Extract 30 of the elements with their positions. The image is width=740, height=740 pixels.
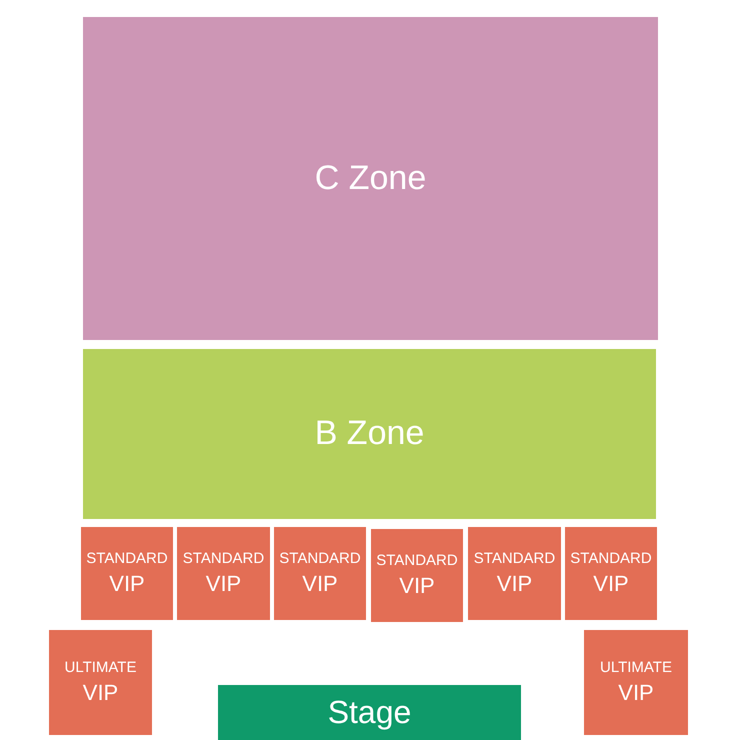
tier-label: STANDARD <box>182 550 264 568</box>
vip-section <box>565 527 657 620</box>
seating-zone <box>83 349 656 519</box>
vip-label: VIP <box>82 680 118 706</box>
vip-section <box>468 527 561 620</box>
vip-section <box>81 527 173 620</box>
zone-label: C Zone <box>314 158 426 198</box>
vip-label: VIP <box>206 571 242 597</box>
tier-label: STANDARD <box>279 550 361 568</box>
stage-area <box>218 685 521 740</box>
vip-label: VIP <box>302 571 338 597</box>
stage-label: Stage <box>328 694 412 731</box>
tier-label: ULTIMATE <box>600 659 672 676</box>
tier-label: ULTIMATE <box>64 659 136 676</box>
vip-section <box>274 527 366 620</box>
tier-label: STANDARD <box>474 550 556 568</box>
tier-label: STANDARD <box>570 550 652 568</box>
vip-label: VIP <box>496 571 532 597</box>
tier-label: STANDARD <box>86 550 168 568</box>
vip-label: VIP <box>618 680 654 706</box>
vip-section <box>177 527 270 620</box>
vip-label: VIP <box>399 573 435 599</box>
tier-label: STANDARD <box>376 552 458 570</box>
seating-zone <box>83 17 658 340</box>
zone-label: B Zone <box>314 414 424 454</box>
vip-section <box>584 630 688 735</box>
vip-label: VIP <box>593 571 629 597</box>
vip-section <box>49 630 152 735</box>
vip-section <box>371 529 463 622</box>
vip-label: VIP <box>109 571 145 597</box>
